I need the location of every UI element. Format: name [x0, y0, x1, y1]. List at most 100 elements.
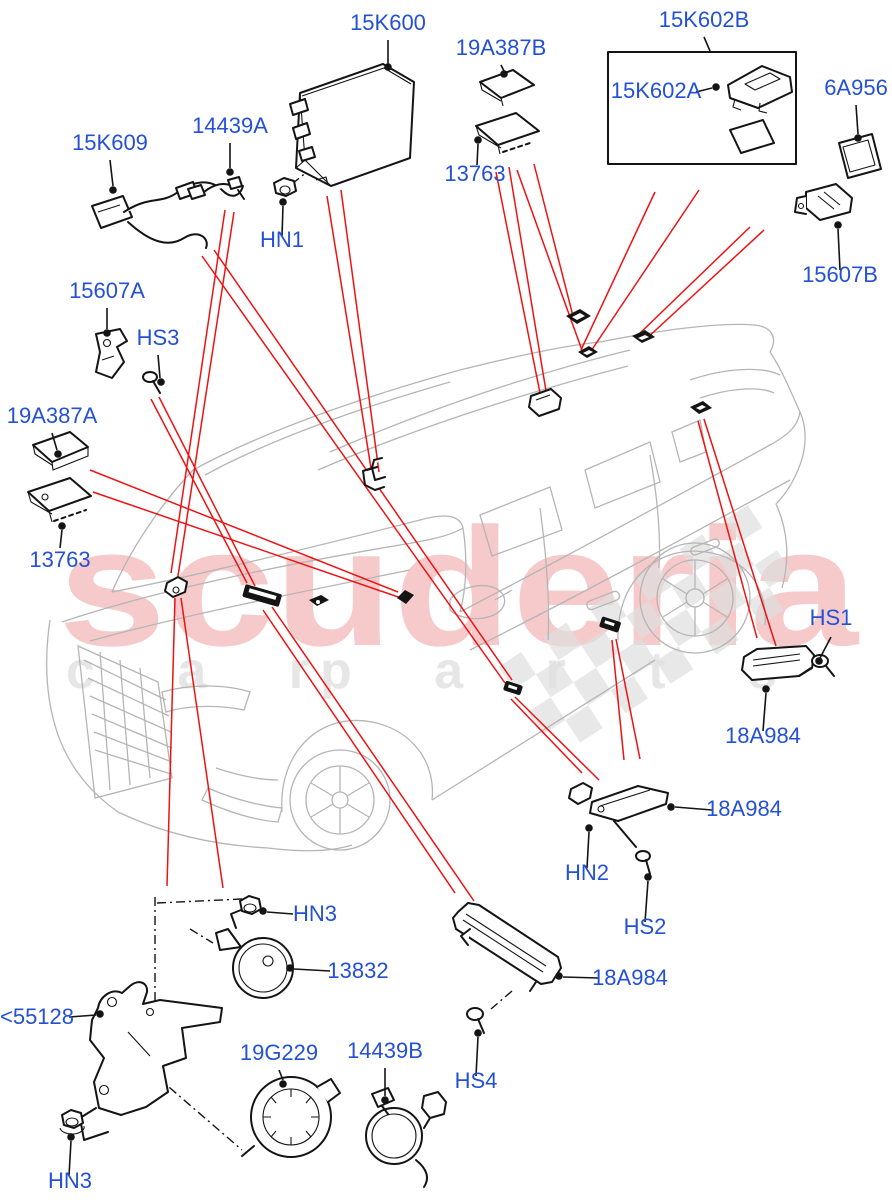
- part-18A984-antenna-bracket[interactable]: [568, 782, 669, 848]
- part-13763-left-module[interactable]: [27, 477, 92, 523]
- pointer-dot: [474, 1029, 482, 1037]
- part-13763-top-module[interactable]: [475, 112, 540, 155]
- pointer-line: [855, 104, 859, 135]
- fitted-front-clip[interactable]: [164, 576, 188, 598]
- part-HN3-nut-top[interactable]: [239, 895, 262, 915]
- part-label-15K609[interactable]: 15K609: [72, 130, 148, 155]
- leader-line: [150, 398, 248, 584]
- part-HN1-nut[interactable]: [273, 177, 297, 197]
- part-label-6A956[interactable]: 6A956: [824, 75, 888, 100]
- leader-line: [177, 211, 235, 577]
- part-label-55128[interactable]: <55128: [0, 1004, 74, 1029]
- checker-square: [709, 579, 747, 618]
- part-label-14439B[interactable]: 14439B: [347, 1038, 423, 1063]
- part-label-HN1[interactable]: HN1: [260, 227, 304, 252]
- leader-line: [495, 171, 541, 394]
- pointer-line: [695, 87, 713, 93]
- checker-square: [565, 705, 603, 743]
- fitted-roof-module-front[interactable]: [566, 309, 591, 324]
- part-label-HN3-top[interactable]: HN3: [293, 901, 337, 926]
- pointer-line: [586, 831, 590, 869]
- part-18A984-antenna-right[interactable]: [741, 645, 815, 681]
- fitted-front-bar-module[interactable]: [242, 584, 282, 607]
- part-HS3-screw[interactable]: [142, 371, 161, 394]
- checker-square: [663, 609, 702, 647]
- part-15607A-bracket[interactable]: [95, 328, 128, 379]
- part-label-HS3[interactable]: HS3: [137, 325, 180, 350]
- pointer-dot: [815, 657, 823, 665]
- part-label-15K602A[interactable]: 15K602A: [611, 78, 702, 103]
- part-label-13832[interactable]: 13832: [327, 958, 388, 983]
- leader-line: [262, 609, 456, 894]
- part-HN3-nut-bottom[interactable]: [59, 1109, 85, 1135]
- fitted-rocker-clip-front[interactable]: [503, 680, 523, 696]
- part-label-15607A[interactable]: 15607A: [69, 278, 145, 303]
- pointer-line: [476, 143, 479, 166]
- assembly-dash-line: [490, 990, 513, 1010]
- leader-line: [89, 469, 399, 593]
- checker-square: [701, 617, 739, 655]
- part-label-15K602B[interactable]: 15K602B: [659, 7, 750, 32]
- part-label-HN2[interactable]: HN2: [565, 860, 609, 885]
- fitted-roof-module-center[interactable]: [578, 346, 598, 358]
- part-6A956-pad[interactable]: [838, 133, 882, 179]
- fitted-front-small-clip[interactable]: [309, 595, 329, 606]
- leader-line: [166, 597, 176, 887]
- part-label-HS2[interactable]: HS2: [624, 914, 667, 939]
- fitted-rear-deck-module[interactable]: [690, 401, 712, 414]
- pointer-dot: [58, 522, 66, 530]
- part-HS4-screw[interactable]: [466, 1007, 485, 1034]
- checker-square: [498, 652, 536, 690]
- part-15K600-audio-module[interactable]: [289, 63, 415, 187]
- part-55128-mounting-bracket[interactable]: [79, 981, 223, 1141]
- checker-square: [573, 667, 611, 706]
- leader-line: [514, 696, 600, 781]
- part-15607B-relay[interactable]: [794, 183, 853, 221]
- part-label-18A984-a[interactable]: 18A984: [725, 723, 801, 748]
- leader-line: [158, 396, 256, 587]
- part-13832-horn[interactable]: [215, 909, 294, 999]
- part-14439B-cable-loop[interactable]: [365, 1087, 447, 1188]
- fitted-windshield-module[interactable]: [528, 388, 562, 417]
- fitted-roof-module-rear[interactable]: [632, 330, 655, 343]
- pointer-line: [475, 1036, 479, 1077]
- part-label-13763-top[interactable]: 13763: [444, 161, 505, 186]
- checkered-flag-watermark: [498, 504, 792, 743]
- fitted-cowl-bracket[interactable]: [362, 457, 386, 491]
- part-label-HN3-bottom[interactable]: HN3: [48, 1168, 92, 1193]
- part-label-HS1[interactable]: HS1: [810, 605, 853, 630]
- pointer-dot: [259, 907, 267, 915]
- part-19A387A-module[interactable]: [32, 431, 89, 471]
- part-15K602B-kit-box[interactable]: [607, 51, 797, 165]
- part-label-HS4[interactable]: HS4: [455, 1068, 498, 1093]
- leader-line: [697, 420, 758, 639]
- part-label-19G229[interactable]: 19G229: [240, 1040, 318, 1065]
- leader-line: [516, 169, 584, 354]
- part-label-15607B[interactable]: 15607B: [802, 262, 878, 287]
- pointer-dot: [109, 186, 117, 194]
- part-label-13763-left[interactable]: 13763: [29, 547, 90, 572]
- leader-line: [533, 163, 574, 317]
- part-HS2-screw[interactable]: [635, 850, 651, 875]
- pointer-dot: [854, 134, 862, 142]
- part-label-15K600[interactable]: 15K600: [350, 10, 426, 35]
- pointer-dot: [286, 964, 294, 972]
- pointer-dot: [103, 329, 111, 337]
- part-label-14439A[interactable]: 14439A: [192, 113, 268, 138]
- fitted-windshield-corner-sensor[interactable]: [397, 590, 414, 604]
- part-19G229-alarm-siren[interactable]: [241, 1076, 341, 1158]
- part-label-18A984-b[interactable]: 18A984: [706, 796, 782, 821]
- part-label-18A984-c[interactable]: 18A984: [592, 965, 668, 990]
- pointer-dot: [67, 1133, 75, 1141]
- part-18A984-antenna-bottom[interactable]: [452, 902, 562, 992]
- leader-line: [326, 195, 372, 469]
- part-label-19A387A[interactable]: 19A387A: [7, 403, 98, 428]
- leader-line: [92, 491, 405, 600]
- pointer-dot: [279, 198, 287, 206]
- leader-line: [588, 189, 700, 355]
- part-label-19A387B[interactable]: 19A387B: [456, 35, 547, 60]
- part-14439A-antenna-cable[interactable]: [187, 176, 245, 200]
- fitted-rocker-clip-rear[interactable]: [599, 616, 621, 633]
- checker-square: [610, 675, 648, 714]
